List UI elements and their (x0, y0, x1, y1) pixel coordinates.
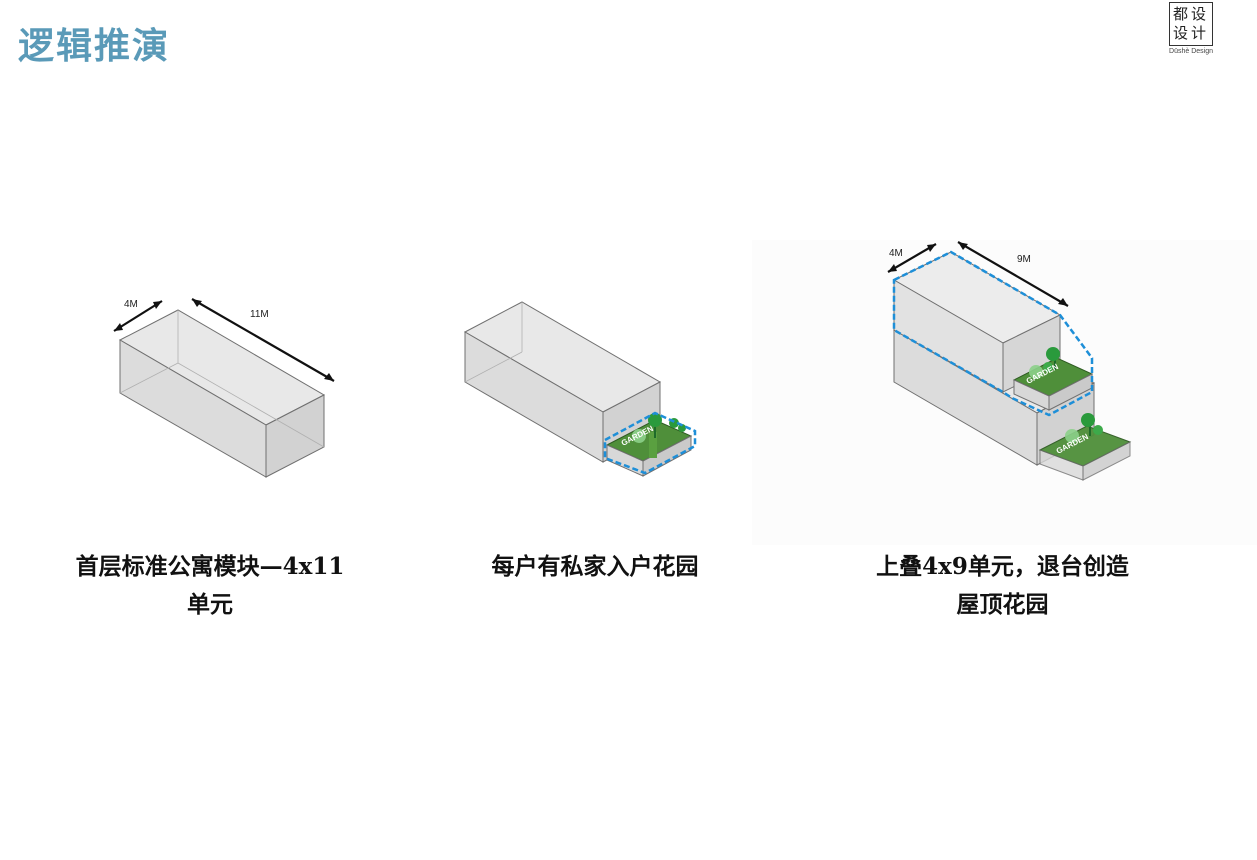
upper-unit-highlight-outline (892, 250, 1094, 417)
logo-char-1: 都 (1173, 5, 1189, 23)
garden-highlight-outline (603, 411, 697, 475)
step-1-caption-line2: 单元 (187, 591, 233, 618)
logo-char-3: 设 (1173, 24, 1189, 42)
length-dimension: 9M (1017, 254, 1031, 265)
page-title: 逻辑推演 (18, 25, 171, 67)
width-dimension: 4M (889, 248, 903, 259)
tree-icon (1065, 413, 1103, 443)
step-3-caption: 上叠4x9单元，退台创造 屋顶花园 (850, 548, 1155, 624)
length-dimension: 11M (250, 309, 269, 320)
step-2-caption: 每户有私家入户花园 (450, 548, 740, 586)
logo-subtitle: Dūshè Design (1169, 48, 1213, 55)
step-1-diagram: 4M 11M (100, 285, 350, 485)
logo-frame (1169, 2, 1213, 46)
length-arrow (191, 298, 335, 382)
brand-logo: 都 设 设 计 Dūshè Design (1166, 2, 1216, 58)
length-arrow (957, 241, 1069, 307)
logo-char-2: 设 (1191, 5, 1207, 23)
width-dimension: 4M (124, 299, 138, 310)
step-1-box-drawing: 4M 11M (113, 298, 335, 478)
step-2-diagram: GARDEN (455, 290, 705, 490)
step-3-box-drawing: GARDEN GARDEN 4M 9M (887, 241, 1132, 481)
step-1-caption-line1: 首层标准公寓模块—4x11 (75, 553, 345, 580)
step-3-diagram: GARDEN GARDEN 4M 9M (752, 240, 1257, 545)
step-3-caption-line1: 上叠4x9单元，退台创造 (876, 553, 1129, 580)
step-3-caption-line2: 屋顶花园 (956, 591, 1049, 618)
step-2-caption-line1: 每户有私家入户花园 (491, 553, 699, 580)
step-2-box-drawing: GARDEN (463, 301, 697, 477)
width-arrow (887, 243, 937, 273)
width-arrow (113, 300, 163, 332)
tree-icon (1029, 347, 1060, 379)
logo-char-4: 计 (1191, 24, 1207, 42)
step-1-caption: 首层标准公寓模块—4x11 单元 (60, 548, 360, 624)
